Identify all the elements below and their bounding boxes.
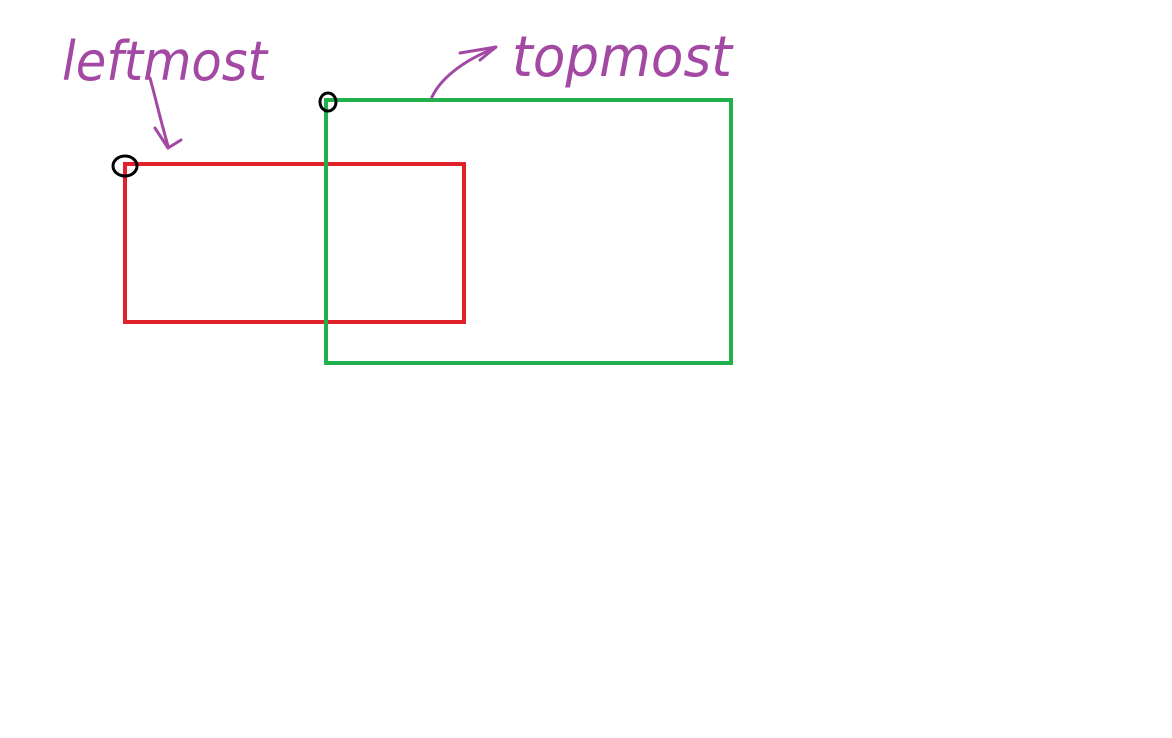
topmost-arrow [430, 46, 497, 99]
leftmost-arrow [148, 76, 170, 148]
red-corner-marker [111, 154, 139, 178]
green-corner-marker [318, 91, 338, 113]
leftmost-arrow-head [153, 126, 183, 150]
red-rectangle [123, 162, 466, 324]
leftmost-label: leftmost [62, 30, 269, 93]
topmost-label: topmost [512, 25, 734, 90]
green-rectangle [324, 98, 733, 365]
topmost-arrow-head [458, 45, 498, 62]
